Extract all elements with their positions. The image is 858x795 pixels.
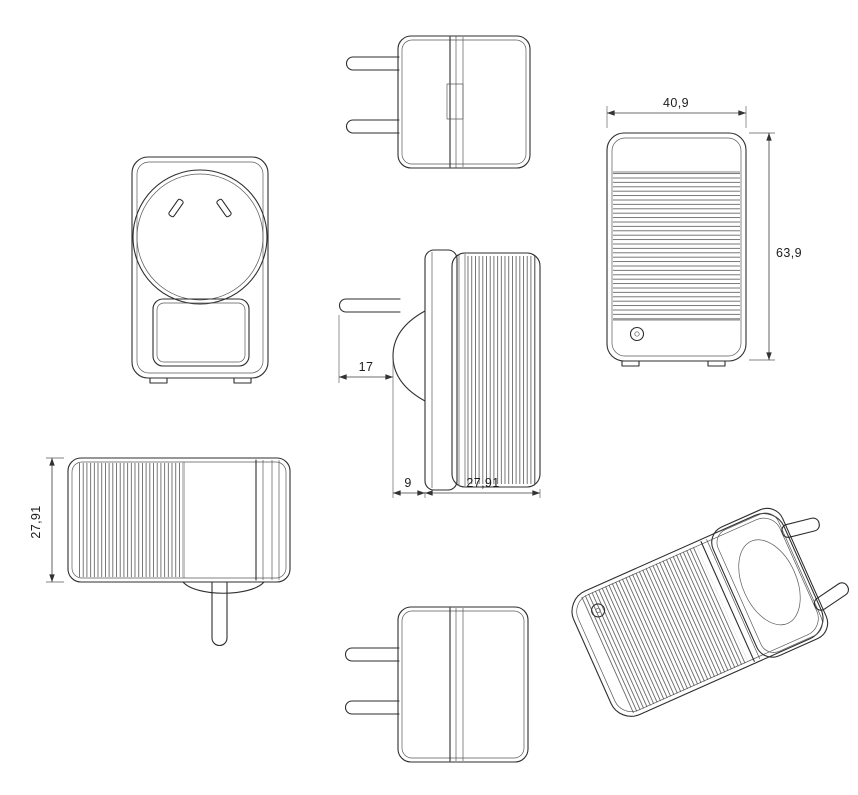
screw-hole (629, 326, 645, 342)
top-latch-detail (446, 83, 464, 120)
profile-round-boss-profile (182, 581, 265, 594)
dimension-profile-height: 27,91 (29, 457, 64, 583)
bottom-pin-lower (344, 700, 400, 715)
rear-right-foot (707, 360, 726, 367)
dimension-label-rear-height: 63,9 (776, 246, 802, 260)
dimension-label-boss-offset: 9 (404, 476, 411, 490)
front-round-boss-inner (136, 173, 264, 301)
side-face-plate (424, 249, 458, 491)
front-right-foot (233, 377, 252, 384)
dimension-rear-height: 63,9 (749, 132, 802, 361)
front-view (131, 156, 269, 384)
screw-hole-center (634, 331, 640, 337)
dimension-label-rear-width: 40,9 (663, 96, 689, 110)
iso-pin-upper (781, 517, 820, 538)
iso-body-outline (571, 512, 824, 717)
iso-band-line (706, 539, 761, 660)
profile-body-inner-outline (71, 461, 287, 579)
bottom-view (344, 606, 529, 763)
iso-face-plate (711, 507, 829, 658)
dimension-label-pin-length: 17 (359, 360, 374, 374)
dimension-label-profile-height: 27,91 (29, 505, 43, 538)
rear-body-inner-outline (611, 137, 742, 357)
front-body-outline (131, 156, 269, 379)
profile-cooling-ribs (77, 463, 183, 577)
rear-cooling-ribs (613, 172, 740, 320)
iso-band-line (700, 541, 755, 662)
front-body-inner-outline (136, 161, 264, 374)
rear-body-outline (606, 132, 747, 362)
bottom-body-outline (397, 606, 529, 763)
side-cooling-ribs (467, 256, 535, 484)
isometric-view (571, 507, 850, 717)
dimension-pin-length: 17 (338, 315, 394, 383)
front-left-foot (149, 377, 168, 384)
side-body-outline (451, 252, 541, 488)
side-view: 17 9 27,91 (338, 249, 541, 498)
profile-body-outline (67, 457, 291, 583)
top-pin-lower (345, 119, 400, 134)
top-view (345, 35, 531, 169)
rear-view: 40,9 63,9 (606, 96, 802, 367)
dimension-label-body-depth: 27,91 (466, 476, 499, 490)
rear-left-foot (621, 360, 640, 367)
iso-pin-lower (813, 582, 850, 611)
dimension-rear-width: 40,9 (606, 96, 747, 128)
front-round-boss (132, 169, 268, 305)
iso-face-plate-inner (716, 512, 823, 653)
iso-screw-hole (591, 603, 606, 618)
right-pin-slot (216, 198, 232, 218)
iso-screw-hole-center (595, 607, 601, 613)
bottom-pin-upper (344, 647, 400, 662)
top-pin-upper (345, 56, 400, 71)
profile-pin (211, 581, 228, 646)
profile-view: 27,91 (29, 457, 291, 646)
left-pin-slot (168, 198, 184, 218)
top-body-outline (397, 35, 531, 169)
dimension-depth-group: 9 27,91 (392, 360, 541, 498)
top-body-inner-outline (401, 39, 527, 165)
label-window-inner (156, 302, 246, 363)
side-pin (338, 298, 401, 313)
side-round-boss-profile (392, 310, 426, 402)
iso-round-boss (738, 539, 801, 626)
iso-cooling-ribs (579, 545, 749, 714)
label-window-outline (152, 298, 250, 367)
